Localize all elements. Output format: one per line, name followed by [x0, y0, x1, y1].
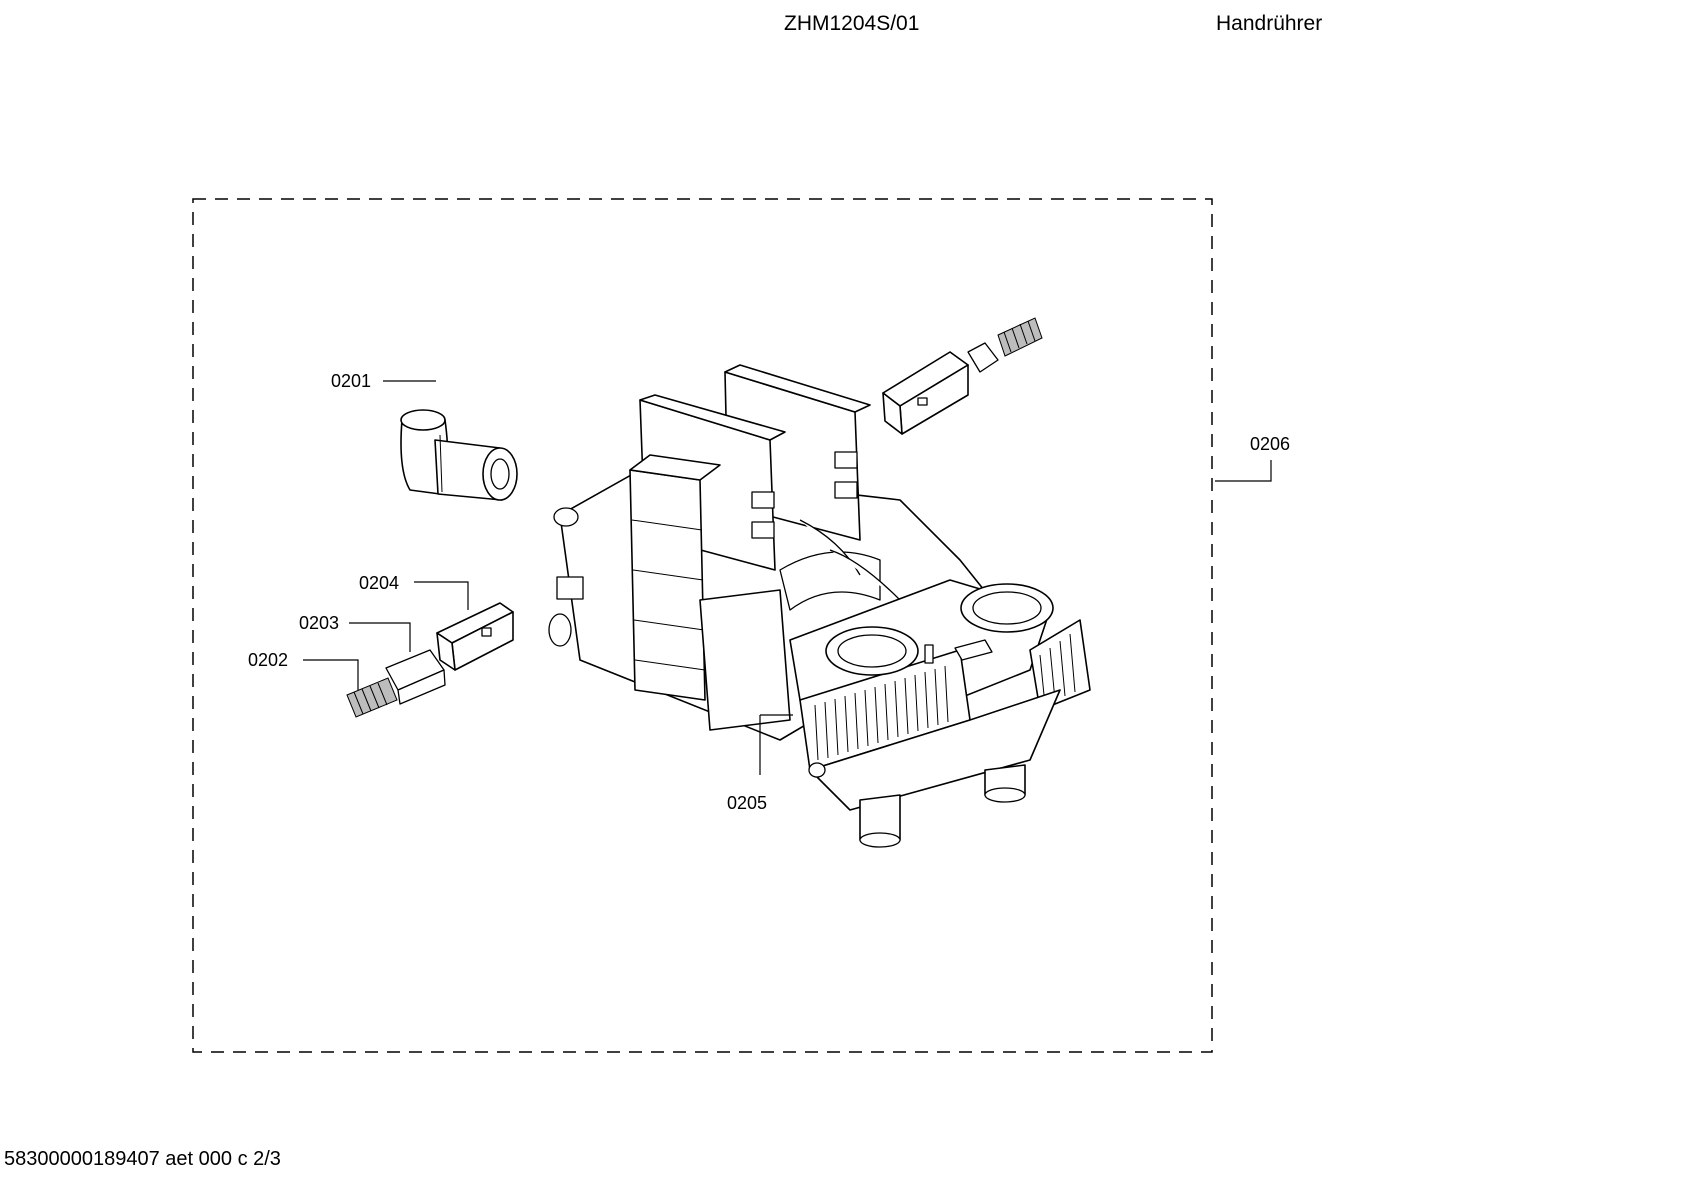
product-title: Handrührer	[1216, 12, 1323, 35]
label-0203: 0203	[299, 613, 339, 633]
part-0205-motor	[548, 364, 1091, 848]
assembly-boundary	[192, 198, 1213, 1053]
label-0201: 0201	[331, 371, 371, 391]
footer-document-code: 58300000189407 aet 000 c 2/3	[4, 1148, 281, 1170]
label-0204: 0204	[359, 573, 399, 593]
carbon-brush-lower	[346, 602, 514, 718]
label-0202: 0202	[248, 650, 288, 670]
label-0205: 0205	[727, 793, 767, 813]
leader-lines	[303, 380, 1272, 775]
carbon-brush-upper	[882, 317, 1043, 435]
part-0201-bushing	[400, 409, 518, 501]
label-0206: 0206	[1250, 434, 1290, 454]
model-number: ZHM1204S/01	[784, 12, 920, 35]
